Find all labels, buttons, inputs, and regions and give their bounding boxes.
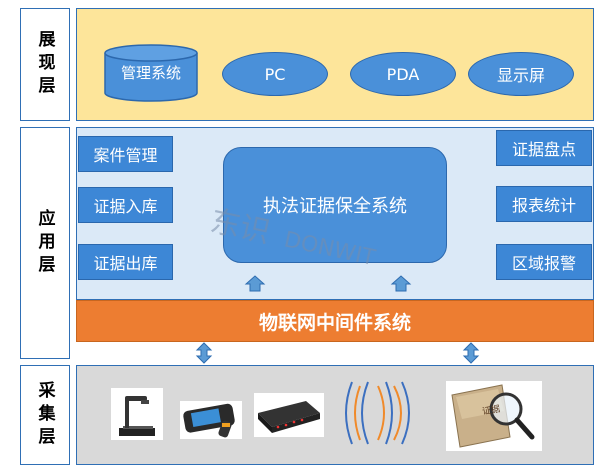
report-statistics-box: 报表统计	[496, 186, 592, 222]
cylinder-shape	[104, 44, 198, 102]
evidence-folder-magnifier-icon: 证据	[446, 381, 542, 451]
evidence-inventory-box: 证据盘点	[496, 130, 592, 166]
up-arrow-icon	[244, 275, 266, 292]
double-arrow-icon	[195, 342, 213, 364]
rfid-reader-device-icon	[254, 393, 324, 437]
handheld-rfid-reader-icon	[180, 401, 242, 439]
collection-layer-label: 采集层	[20, 365, 70, 465]
iot-middleware-label: 物联网中间件系统	[258, 311, 411, 334]
pda-label: PDA	[386, 64, 420, 84]
case-management-box: 案件管理	[78, 136, 173, 172]
display-screen-ellipse: 显示屏	[468, 52, 574, 96]
rfid-signal-icon	[338, 378, 418, 448]
evidence-inbound-box: 证据入库	[78, 187, 173, 223]
evidence-inbound-label: 证据入库	[93, 197, 158, 216]
pda-ellipse: PDA	[350, 52, 456, 96]
application-layer-label: 应用层	[20, 127, 70, 359]
double-arrow-icon	[462, 342, 480, 364]
management-system-label: 管理系统	[120, 64, 181, 82]
display-layer-label: 展现层	[20, 8, 70, 121]
pc-ellipse: PC	[222, 52, 328, 96]
evidence-preservation-system-box: 执法证据保全系统	[223, 147, 447, 263]
up-arrow-icon	[390, 275, 412, 292]
area-alarm-label: 区域报警	[511, 254, 576, 273]
evidence-outbound-label: 证据出库	[93, 254, 158, 273]
management-system-cylinder: 管理系统	[104, 44, 198, 102]
pc-label: PC	[264, 64, 286, 84]
case-management-label: 案件管理	[93, 146, 158, 165]
display-screen-label: 显示屏	[496, 66, 545, 85]
report-statistics-label: 报表统计	[511, 196, 576, 215]
evidence-preservation-system-label: 执法证据保全系统	[263, 196, 407, 217]
area-alarm-box: 区域报警	[496, 244, 592, 280]
evidence-outbound-box: 证据出库	[78, 244, 173, 280]
document-scanner-icon	[111, 388, 163, 440]
iot-middleware-bar: 物联网中间件系统	[76, 300, 594, 342]
evidence-inventory-label: 证据盘点	[511, 140, 576, 159]
